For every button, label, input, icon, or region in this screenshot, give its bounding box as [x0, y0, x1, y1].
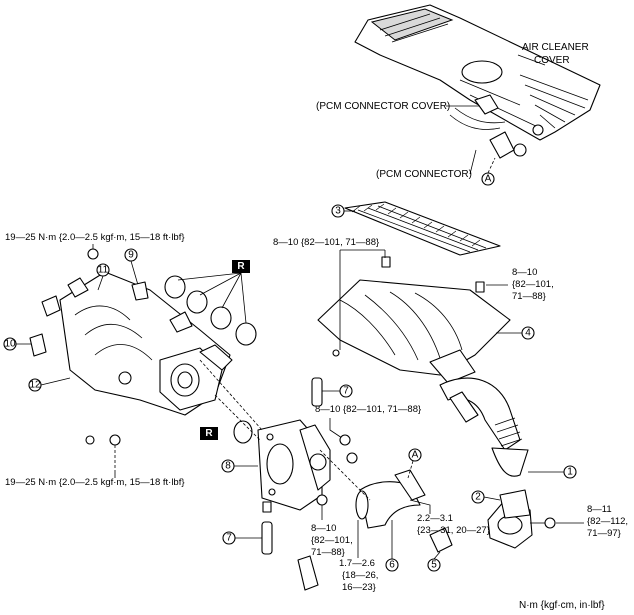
callout-11: 11 — [96, 263, 110, 291]
svg-text:9: 9 — [128, 250, 134, 261]
callout-1: 1 — [528, 465, 577, 479]
torque-aircleaner-left: 8—10 {82—101, 71—88} — [273, 237, 379, 248]
pcm-connector-label: (PCM CONNECTOR) — [376, 169, 472, 180]
svg-text:R: R — [237, 261, 245, 272]
torque-throttle-bottom-1: 8—10 — [311, 523, 336, 534]
throttle-gasket — [233, 420, 253, 444]
svg-text:8: 8 — [225, 461, 231, 472]
svg-text:R: R — [205, 428, 213, 439]
svg-text:A: A — [485, 174, 492, 185]
torque-throttle-bottom-3: 71—88} — [311, 547, 345, 558]
callout-2: 2 — [471, 490, 501, 504]
torque-duct-clamp-1: 2.2—3.1 — [417, 513, 453, 524]
svg-text:4: 4 — [525, 328, 531, 339]
torque-throttle-bottom-2: {82—101, — [311, 535, 353, 546]
torque-manifold-bottom: 19—25 N·m {2.0—2.5 kgf·m, 15—18 ft·lbf} — [5, 477, 185, 488]
torque-manifold-top: 19—25 N·m {2.0—2.5 kgf·m, 15—18 ft·lbf} — [5, 232, 185, 243]
torque-aircleaner-right-1: 8—10 — [512, 267, 537, 278]
air-cleaner-cover — [354, 4, 601, 159]
units-label: N·m {kgf·cm, in·lbf} — [519, 600, 605, 611]
svg-text:6: 6 — [389, 560, 395, 571]
svg-text:10: 10 — [4, 339, 16, 350]
air-cleaner-cover-label-2: COVER — [534, 55, 570, 66]
callout-5: 5 — [427, 551, 441, 572]
torque-aircleaner-right-3: 71—88} — [512, 291, 546, 302]
intake-manifold — [41, 271, 233, 416]
hose-upper — [311, 377, 323, 407]
torque-throttle-top: 8—10 {82—101, 71—88} — [315, 404, 421, 415]
svg-text:3: 3 — [335, 206, 341, 217]
throttle-bolts — [316, 434, 358, 506]
adapter-flange — [487, 489, 556, 549]
svg-text:1: 1 — [567, 467, 573, 478]
callout-4: 4 — [496, 326, 535, 340]
svg-text:5: 5 — [431, 560, 437, 571]
replace-mark-1: R — [177, 260, 250, 324]
callout-3: 3 — [331, 204, 355, 218]
svg-text:2: 2 — [475, 492, 481, 503]
callout-6: 6 — [385, 520, 399, 572]
torque-adapter-3: 71—97} — [587, 528, 621, 539]
reference-a-bottom: A — [407, 448, 422, 479]
harness-clip — [29, 333, 47, 357]
callout-8: 8 — [221, 459, 258, 473]
torque-clamp-3: 16—23} — [342, 582, 376, 593]
air-hose — [355, 469, 453, 553]
callout-7-upper: 7 — [322, 384, 353, 398]
throttle-body — [257, 419, 331, 513]
bolt-bottom — [85, 434, 121, 446]
callout-12: 12 — [28, 377, 71, 392]
torque-duct-clamp-2: {23—31, 20—27} — [417, 525, 490, 536]
replace-mark-2: R — [200, 427, 218, 440]
torque-aircleaner-right-2: {82—101, — [512, 279, 554, 290]
air-intake-duct — [439, 377, 529, 477]
torque-adapter-2: {82—112, — [587, 516, 628, 527]
torque-clamp-1: 1.7—2.6 — [339, 558, 375, 569]
svg-text:7: 7 — [226, 533, 232, 544]
hose-lower — [261, 521, 319, 591]
reference-a-top: A — [481, 157, 496, 186]
torque-clamp-2: {18—26, — [342, 570, 378, 581]
svg-text:7: 7 — [343, 386, 349, 397]
svg-text:12: 12 — [29, 380, 41, 391]
svg-text:11: 11 — [98, 265, 109, 276]
bolt-top — [87, 248, 99, 260]
vacuum-fitting — [131, 281, 149, 301]
air-cleaner-element — [344, 201, 501, 256]
torque-adapter-1: 8—11 — [587, 504, 612, 515]
air-cleaner-case — [317, 256, 511, 384]
air-cleaner-cover-label: AIR CLEANER — [522, 42, 589, 53]
pcm-connector-cover-label: (PCM CONNECTOR COVER) — [316, 101, 450, 112]
callout-7-lower: 7 — [222, 531, 262, 545]
svg-text:A: A — [412, 450, 419, 461]
callout-9: 9 — [124, 248, 139, 286]
